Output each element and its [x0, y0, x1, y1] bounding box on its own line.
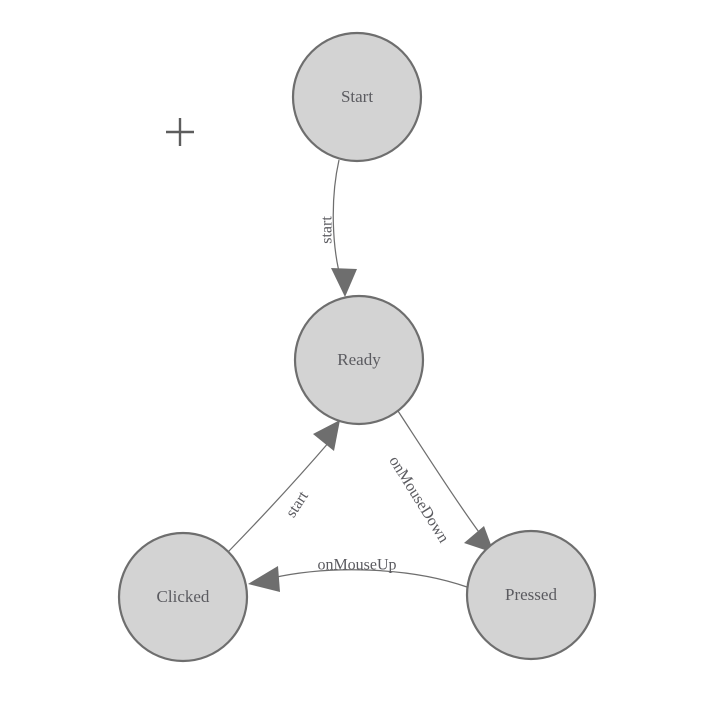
- edge-ready-to-pressed[interactable]: [397, 410, 494, 553]
- edge-label-start-to-ready: start: [319, 216, 336, 244]
- node-pressed[interactable]: Pressed: [465, 529, 597, 661]
- edge-pressed-to-clicked[interactable]: [248, 566, 468, 592]
- edge-clicked-to-ready[interactable]: [227, 420, 340, 553]
- node-clicked[interactable]: Clicked: [117, 531, 249, 663]
- arrowhead-pressed-to-clicked: [248, 566, 280, 592]
- arrowhead-ready-to-pressed: [464, 526, 494, 553]
- arrowhead-clicked-to-ready: [313, 420, 340, 451]
- edge-label-pressed-to-clicked: onMouseUp: [317, 557, 396, 574]
- edge-path-clicked-to-ready: [227, 440, 331, 553]
- node-start[interactable]: Start: [291, 31, 423, 163]
- node-ready[interactable]: Ready: [293, 294, 425, 426]
- edge-path-pressed-to-clicked: [271, 569, 468, 588]
- arrowhead-start-to-ready: [331, 268, 357, 297]
- node-label-clicked: Clicked: [157, 587, 210, 606]
- node-circle-pressed: [465, 529, 597, 661]
- node-label-ready: Ready: [337, 350, 381, 369]
- edge-label-clicked-to-ready: start: [283, 488, 313, 521]
- node-circle-start: [291, 31, 423, 163]
- edge-start-to-ready[interactable]: [331, 159, 357, 297]
- node-circle-clicked: [117, 531, 249, 663]
- crosshair-icon: [166, 118, 194, 146]
- node-label-pressed: Pressed: [505, 585, 557, 604]
- edge-label-ready-to-pressed: onMouseDown: [385, 453, 452, 546]
- node-circle-ready: [293, 294, 425, 426]
- edge-path-ready-to-pressed: [397, 410, 488, 544]
- node-label-start: Start: [341, 87, 373, 106]
